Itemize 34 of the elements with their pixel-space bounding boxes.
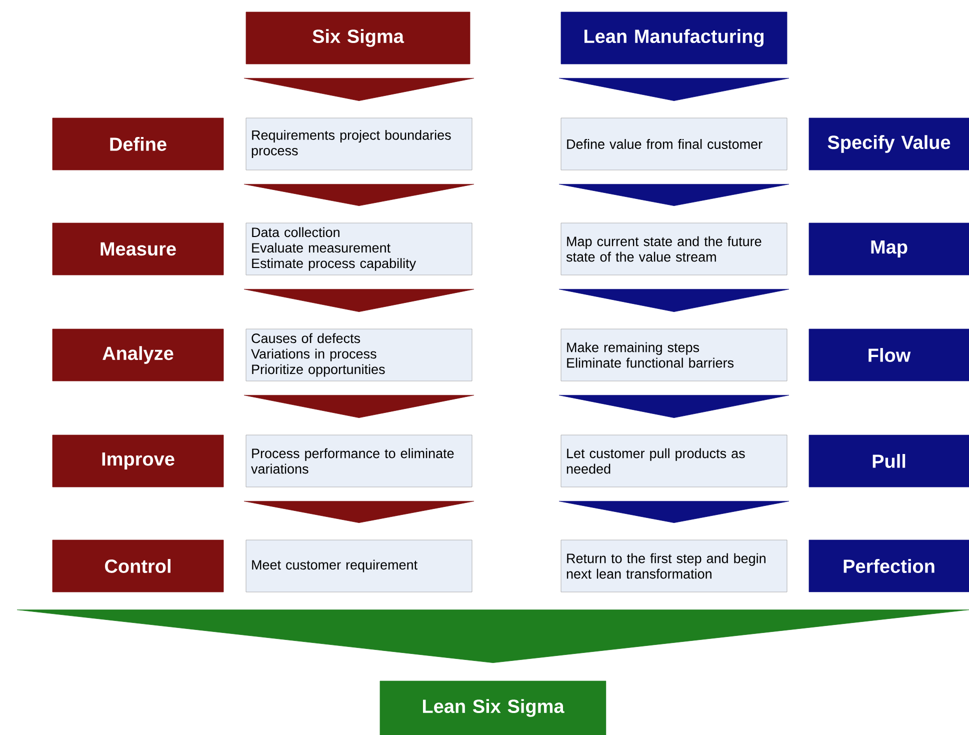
chevron-arrow (16, 610, 969, 663)
description-box: Map current state and the future state of the value stream (560, 222, 788, 276)
chevron-arrow (558, 501, 790, 523)
chevron-arrow (244, 289, 474, 312)
description-box: Make remaining steps Eliminate functional barriers (560, 328, 788, 382)
chevron-arrow (244, 184, 474, 206)
description-box: Causes of defects Variations in process Prioritize opportunities (246, 328, 472, 382)
description-box: Let customer pull products as needed (560, 434, 788, 488)
chevron-arrow (558, 184, 790, 206)
description-box: Return to the first step and begin next lean transformation (560, 540, 788, 592)
chevron-arrow (244, 78, 474, 101)
step-box: Perfection (808, 540, 969, 592)
step-box: Flow (808, 328, 969, 382)
heading-box: Lean Manufacturing (560, 12, 788, 64)
heading-box: Lean Six Sigma (380, 680, 606, 735)
description-box: Data collection Evaluate measurement Estimate process capability (246, 222, 472, 276)
description-box: Requirements project boundaries process (246, 118, 472, 170)
step-box: Map (808, 222, 969, 276)
step-box: Measure (52, 222, 224, 276)
chevron-arrow (558, 395, 790, 418)
step-box: Define (52, 118, 224, 170)
step-box: Specify Value (808, 118, 969, 170)
step-box: Pull (808, 434, 969, 488)
step-box: Analyze (52, 328, 224, 382)
description-box: Meet customer requirement (246, 540, 472, 592)
heading-box: Six Sigma (246, 12, 470, 64)
description-box: Process performance to eliminate variations (246, 434, 472, 488)
step-box: Improve (52, 434, 224, 488)
chevron-arrow (244, 395, 474, 418)
description-box: Define value from final customer (560, 118, 788, 170)
chevron-arrow (558, 78, 790, 101)
chevron-arrow (558, 289, 790, 312)
chevron-arrow (244, 501, 474, 523)
step-box: Control (52, 540, 224, 592)
